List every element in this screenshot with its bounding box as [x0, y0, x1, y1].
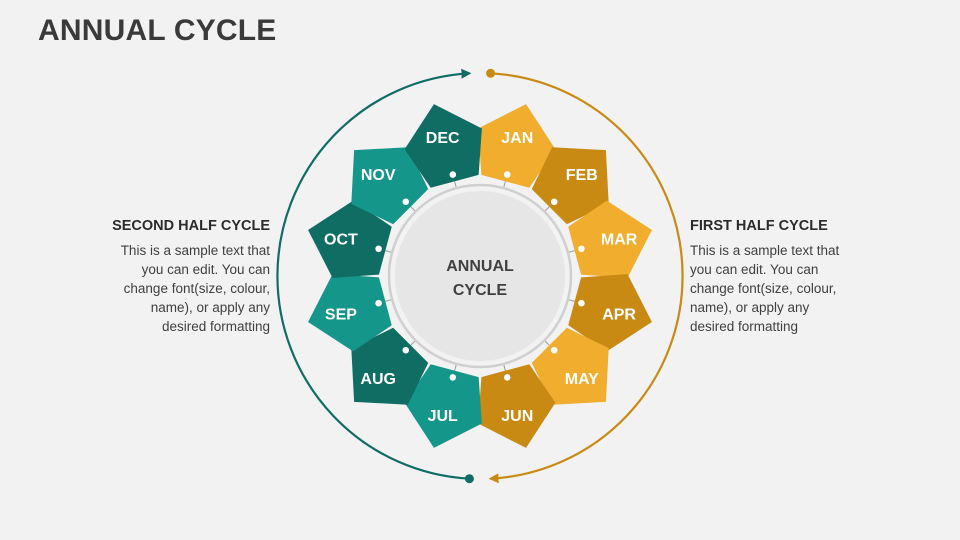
first-half-text: This is a sample text that you can edit.…	[690, 241, 870, 336]
first-half-arc	[488, 72, 684, 484]
month-segment-feb: FEB	[531, 147, 609, 225]
month-pentagon	[308, 274, 392, 352]
center-hub-circle	[395, 191, 565, 361]
month-connector	[503, 181, 506, 188]
second-half-text-line: change font(size, colour,	[123, 281, 270, 296]
month-label: FEB	[566, 167, 598, 184]
first-half-text-line: change font(size, colour,	[690, 281, 837, 296]
month-label: AUG	[360, 371, 396, 388]
first-half-block: FIRST HALF CYCLE This is a sample text t…	[690, 218, 870, 336]
month-pentagon	[478, 104, 556, 188]
month-pentagon	[478, 364, 556, 448]
month-segments: JAN FEB MAR APR MAY JUN JUL AUG SEP OCT NOV DEC	[308, 104, 652, 448]
month-segment-dec: DEC	[404, 104, 482, 188]
month-segment-jan: JAN	[478, 104, 556, 188]
month-connector-dot	[447, 169, 458, 180]
month-label: SEP	[325, 306, 357, 323]
month-pentagon	[568, 274, 652, 352]
second-half-text-line: name), or apply any	[150, 300, 270, 315]
month-segment-oct: OCT	[308, 200, 392, 278]
month-pentagon	[568, 200, 652, 278]
month-segment-sep: SEP	[308, 274, 392, 352]
month-connector	[410, 340, 416, 346]
first-half-heading: FIRST HALF CYCLE	[690, 218, 828, 234]
month-segment-mar: MAR	[568, 200, 652, 278]
month-label: JUN	[501, 408, 533, 425]
month-pentagon	[404, 104, 482, 188]
first-half-text-line: This is a sample text that	[690, 243, 840, 258]
second-half-text-line: desired formatting	[161, 319, 270, 334]
month-label: APR	[602, 306, 636, 323]
month-connector-dot	[549, 196, 560, 207]
month-connector	[568, 250, 575, 253]
second-half-start-dot	[464, 474, 474, 484]
second-half-heading: SECOND HALF CYCLE	[112, 218, 270, 234]
month-connector	[385, 250, 392, 253]
month-segment-jun: JUN	[478, 364, 556, 448]
first-half-text-line: you can edit. You can	[690, 262, 819, 277]
connector-lines	[385, 181, 575, 371]
month-label: OCT	[324, 232, 358, 249]
month-connector-dot	[447, 372, 458, 383]
month-connector-dot	[373, 243, 384, 254]
first-half-start-dot	[486, 68, 496, 78]
month-connector-dot	[576, 243, 587, 254]
month-connector-dot	[576, 298, 587, 309]
center-label-line1: ANNUAL	[446, 258, 514, 275]
second-half-text: This is a sample text that you can edit.…	[90, 241, 270, 336]
month-connector	[454, 364, 457, 371]
outer-cycle-arcs	[276, 68, 684, 484]
month-label: JUL	[428, 408, 458, 425]
second-half-block: SECOND HALF CYCLE This is a sample text …	[90, 218, 270, 336]
month-segment-may: MAY	[531, 327, 609, 405]
month-segment-apr: APR	[568, 274, 652, 352]
month-connector-dot	[373, 298, 384, 309]
month-connector	[568, 299, 575, 302]
month-segment-nov: NOV	[351, 147, 429, 225]
center-hub: ANNUAL CYCLE	[387, 183, 573, 369]
center-label-line2: CYCLE	[453, 282, 508, 299]
month-pentagon	[404, 364, 482, 448]
month-segment-jul: JUL	[404, 364, 482, 448]
month-connector	[454, 181, 457, 188]
center-hub-ring	[387, 183, 573, 369]
month-connector	[503, 364, 506, 371]
first-half-text-line: desired formatting	[690, 319, 799, 334]
second-half-arc	[276, 68, 472, 480]
month-label: MAR	[601, 232, 638, 249]
first-half-text-line: name), or apply any	[690, 300, 810, 315]
month-connector-dot	[502, 169, 513, 180]
month-connector-dot	[400, 196, 411, 207]
month-label: MAY	[565, 371, 599, 388]
month-pentagon	[308, 200, 392, 278]
month-connector-dot	[549, 345, 560, 356]
month-label: NOV	[361, 167, 396, 184]
month-connector	[544, 340, 550, 346]
page-title: ANNUAL CYCLE	[38, 14, 277, 47]
month-connector	[385, 299, 392, 302]
month-connector	[544, 206, 550, 212]
month-label: JAN	[501, 130, 533, 147]
second-half-text-line: you can edit. You can	[141, 262, 270, 277]
month-connector-dot	[400, 345, 411, 356]
month-connector-dot	[502, 372, 513, 383]
second-half-text-line: This is a sample text that	[120, 243, 270, 258]
month-segment-aug: AUG	[351, 327, 429, 405]
month-connector	[410, 206, 416, 212]
month-label: DEC	[426, 130, 460, 147]
